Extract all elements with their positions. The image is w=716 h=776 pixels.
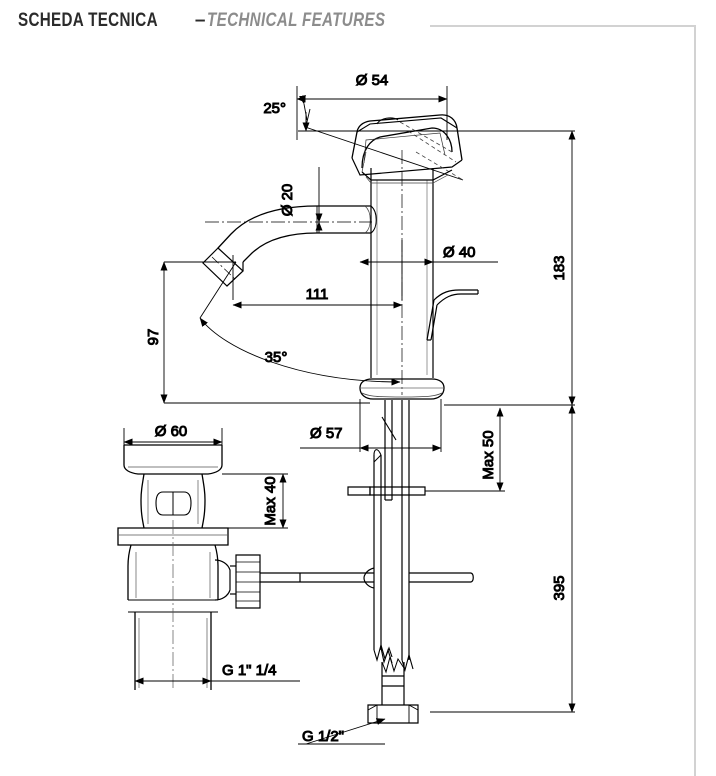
dim-label-spout-reach: 111 (306, 286, 329, 303)
dim-total-height (444, 130, 576, 406)
dim-label-handle-angle: 25° (263, 100, 286, 117)
dim-hose-length (430, 404, 576, 713)
dim-waste-max-height (222, 473, 288, 529)
dim-label-waste-flange-diameter: Ø 60 (155, 423, 188, 440)
popup-lever-rod (426, 289, 479, 341)
dim-label-hose-length: 395 (551, 575, 568, 600)
pull-rod (299, 567, 474, 589)
page-title: SCHEDA TECNICA – TECHNICAL FEATURES (18, 10, 430, 32)
break-symbol-upper (373, 642, 414, 673)
dim-waste-flange-diameter (123, 428, 223, 446)
spout (202, 205, 377, 287)
title-english: TECHNICAL FEATURES (207, 10, 386, 31)
dim-label-spout-height: 97 (145, 329, 162, 346)
title-italian: SCHEDA TECNICA (18, 10, 158, 31)
popup-waste-assembly (117, 444, 229, 690)
dim-spout-reach (232, 240, 403, 309)
frame-top-rule (430, 25, 696, 27)
dim-label-waste-max-height: Max 40 (262, 476, 279, 525)
supply-connector (367, 655, 419, 724)
dim-spout-height (160, 261, 370, 404)
dim-spout-angle (199, 261, 401, 386)
dim-handle-angle (298, 95, 575, 181)
leader-supply-thread (298, 718, 386, 745)
title-separator: – (194, 10, 206, 31)
dim-label-cap-diameter: Ø 54 (356, 72, 389, 89)
dim-label-waste-thread: G 1" 1/4 (222, 662, 277, 679)
dim-body-diameter (359, 250, 498, 266)
dim-label-total-height: 183 (551, 255, 568, 280)
lift-rod (373, 449, 382, 650)
dim-label-supply-thread: G 1/2" (302, 728, 344, 745)
dim-label-base-diameter: Ø 57 (310, 425, 343, 442)
dim-max-worktop (425, 407, 505, 492)
dim-label-spout-diameter: Ø 20 (279, 184, 296, 217)
dim-label-body-diameter: Ø 40 (443, 244, 476, 261)
dim-label-max-worktop: Max 50 (480, 430, 497, 479)
dim-label-spout-angle: 35° (265, 349, 288, 366)
dim-base-diameter (300, 399, 442, 452)
frame-right-rule (694, 25, 696, 776)
lever-handle (351, 114, 464, 184)
waste-side-fitting (214, 554, 300, 609)
